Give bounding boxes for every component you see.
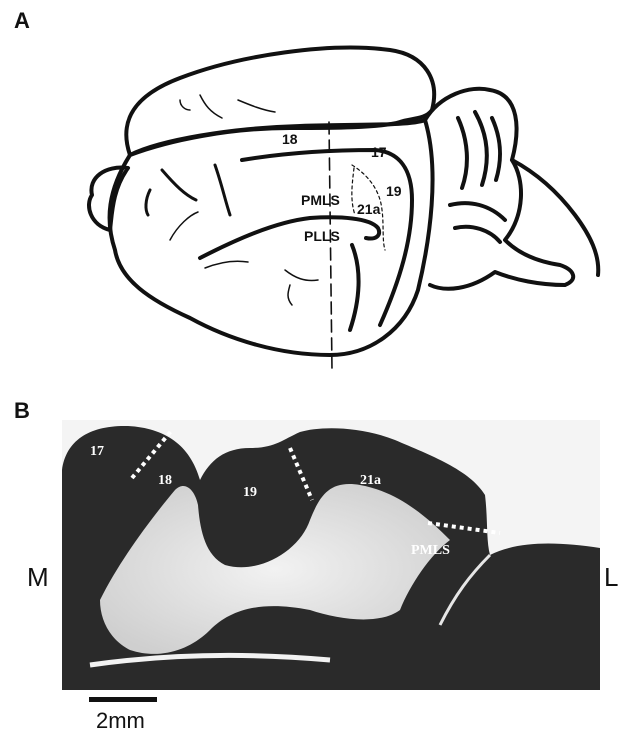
brain-drawing [89, 48, 598, 370]
section-label-area-21a: 21a [360, 473, 381, 488]
section-image [62, 420, 600, 690]
cerebellum-fold [458, 118, 467, 188]
cerebellum-fold [475, 112, 487, 185]
side-label-medial: M [27, 562, 49, 593]
sulcus-tail [350, 245, 359, 330]
section-label-pmls: PMLS [411, 543, 450, 558]
minor-sulcus [288, 285, 292, 305]
area-border-dotted [352, 168, 355, 215]
label-pmls: PMLS [301, 192, 340, 208]
section-plane-dashed [329, 122, 332, 370]
minor-sulcus [180, 100, 190, 110]
medial-lobe-outline [126, 48, 434, 155]
label-area-18: 18 [282, 131, 298, 147]
minor-sulcus [205, 261, 248, 268]
minor-sulcus [170, 212, 198, 240]
section-label-area-17: 17 [90, 444, 104, 459]
suprasylvian-sulcus [200, 217, 379, 258]
minor-sulcus [238, 100, 275, 112]
cerebellum-fold [450, 203, 505, 220]
side-label-lateral: L [604, 562, 618, 593]
minor-sulcus [285, 270, 318, 281]
minor-sulcus [215, 165, 230, 215]
scale-bar [89, 697, 157, 702]
scale-bar-label: 2mm [96, 708, 145, 734]
label-area-21a: 21a [357, 201, 381, 217]
section-label-area-19: 19 [243, 485, 257, 500]
minor-sulcus [162, 170, 196, 200]
minor-sulcus [146, 190, 150, 215]
label-area-19: 19 [386, 183, 402, 199]
brainstem-outline [512, 160, 598, 275]
label-area-17: 17 [371, 144, 387, 160]
cerebellum-fold [455, 227, 500, 242]
label-plls: PLLS [304, 228, 340, 244]
minor-sulcus [200, 95, 222, 118]
section-label-area-18: 18 [158, 473, 172, 488]
cerebellum-fold [492, 118, 500, 180]
